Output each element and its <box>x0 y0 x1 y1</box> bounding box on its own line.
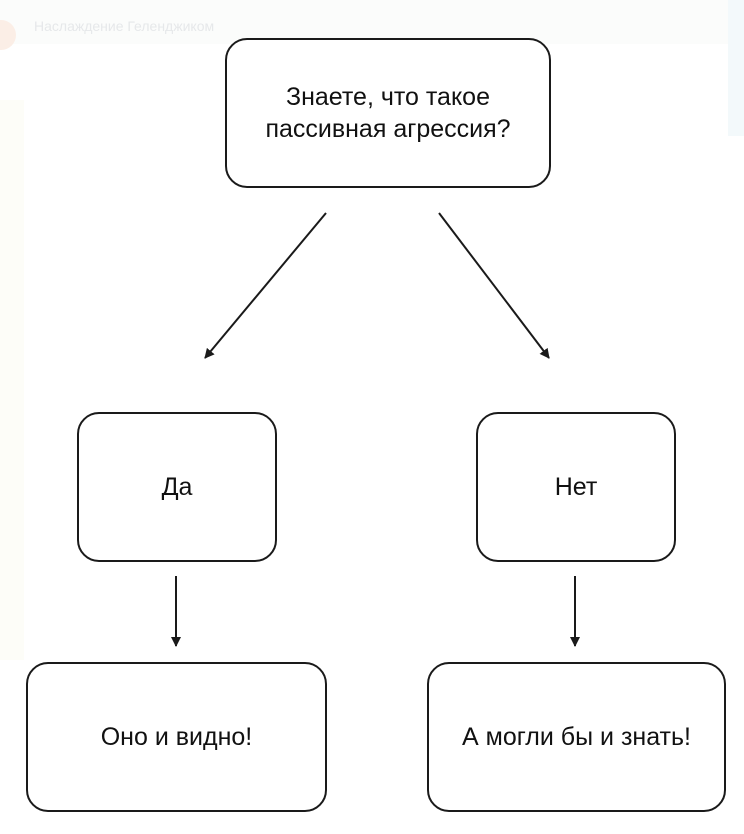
edge-question-to-no <box>438 212 550 359</box>
node-no: Нет <box>476 412 676 562</box>
faded-avatar <box>0 20 16 50</box>
node-question-label: Знаете, что такое пассивная агрессия? <box>265 83 511 143</box>
node-no-label: Нет <box>554 473 598 501</box>
node-no-result-label: А могли бы и знать! <box>462 723 691 751</box>
node-question: Знаете, что такое пассивная агрессия? <box>225 38 551 188</box>
faded-left-strip <box>0 100 24 660</box>
faded-post-header: Наслаждение Геленджиком <box>0 0 744 44</box>
node-yes-label: Да <box>161 473 193 501</box>
node-no-result: А могли бы и знать! <box>427 662 726 812</box>
node-yes-result: Оно и видно! <box>26 662 327 812</box>
node-yes: Да <box>77 412 277 562</box>
edge-question-to-yes <box>204 212 327 359</box>
faded-right-panel <box>728 0 744 136</box>
faded-channel-name: Наслаждение Геленджиком <box>34 18 215 34</box>
node-yes-result-label: Оно и видно! <box>100 723 253 751</box>
